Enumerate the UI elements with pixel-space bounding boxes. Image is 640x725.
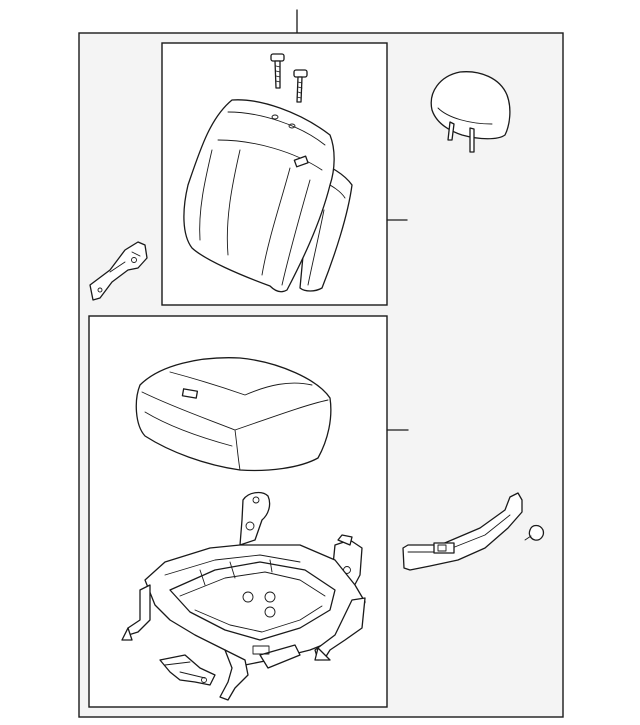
- bolt-icon: [270, 53, 285, 89]
- bolt-icon: [293, 69, 308, 103]
- side-trim-cover-icon: [402, 492, 523, 571]
- seat-cushion-group: [88, 315, 409, 708]
- bracket-icon: [89, 241, 148, 301]
- headrest-icon: [430, 71, 511, 153]
- push-clip-icon: [524, 524, 545, 541]
- seat-cushion-icon: [135, 357, 332, 472]
- seat-track-frame-icon: [121, 491, 366, 701]
- seat-back-group: [161, 42, 408, 306]
- seat-back-cushion-icon: [183, 99, 353, 293]
